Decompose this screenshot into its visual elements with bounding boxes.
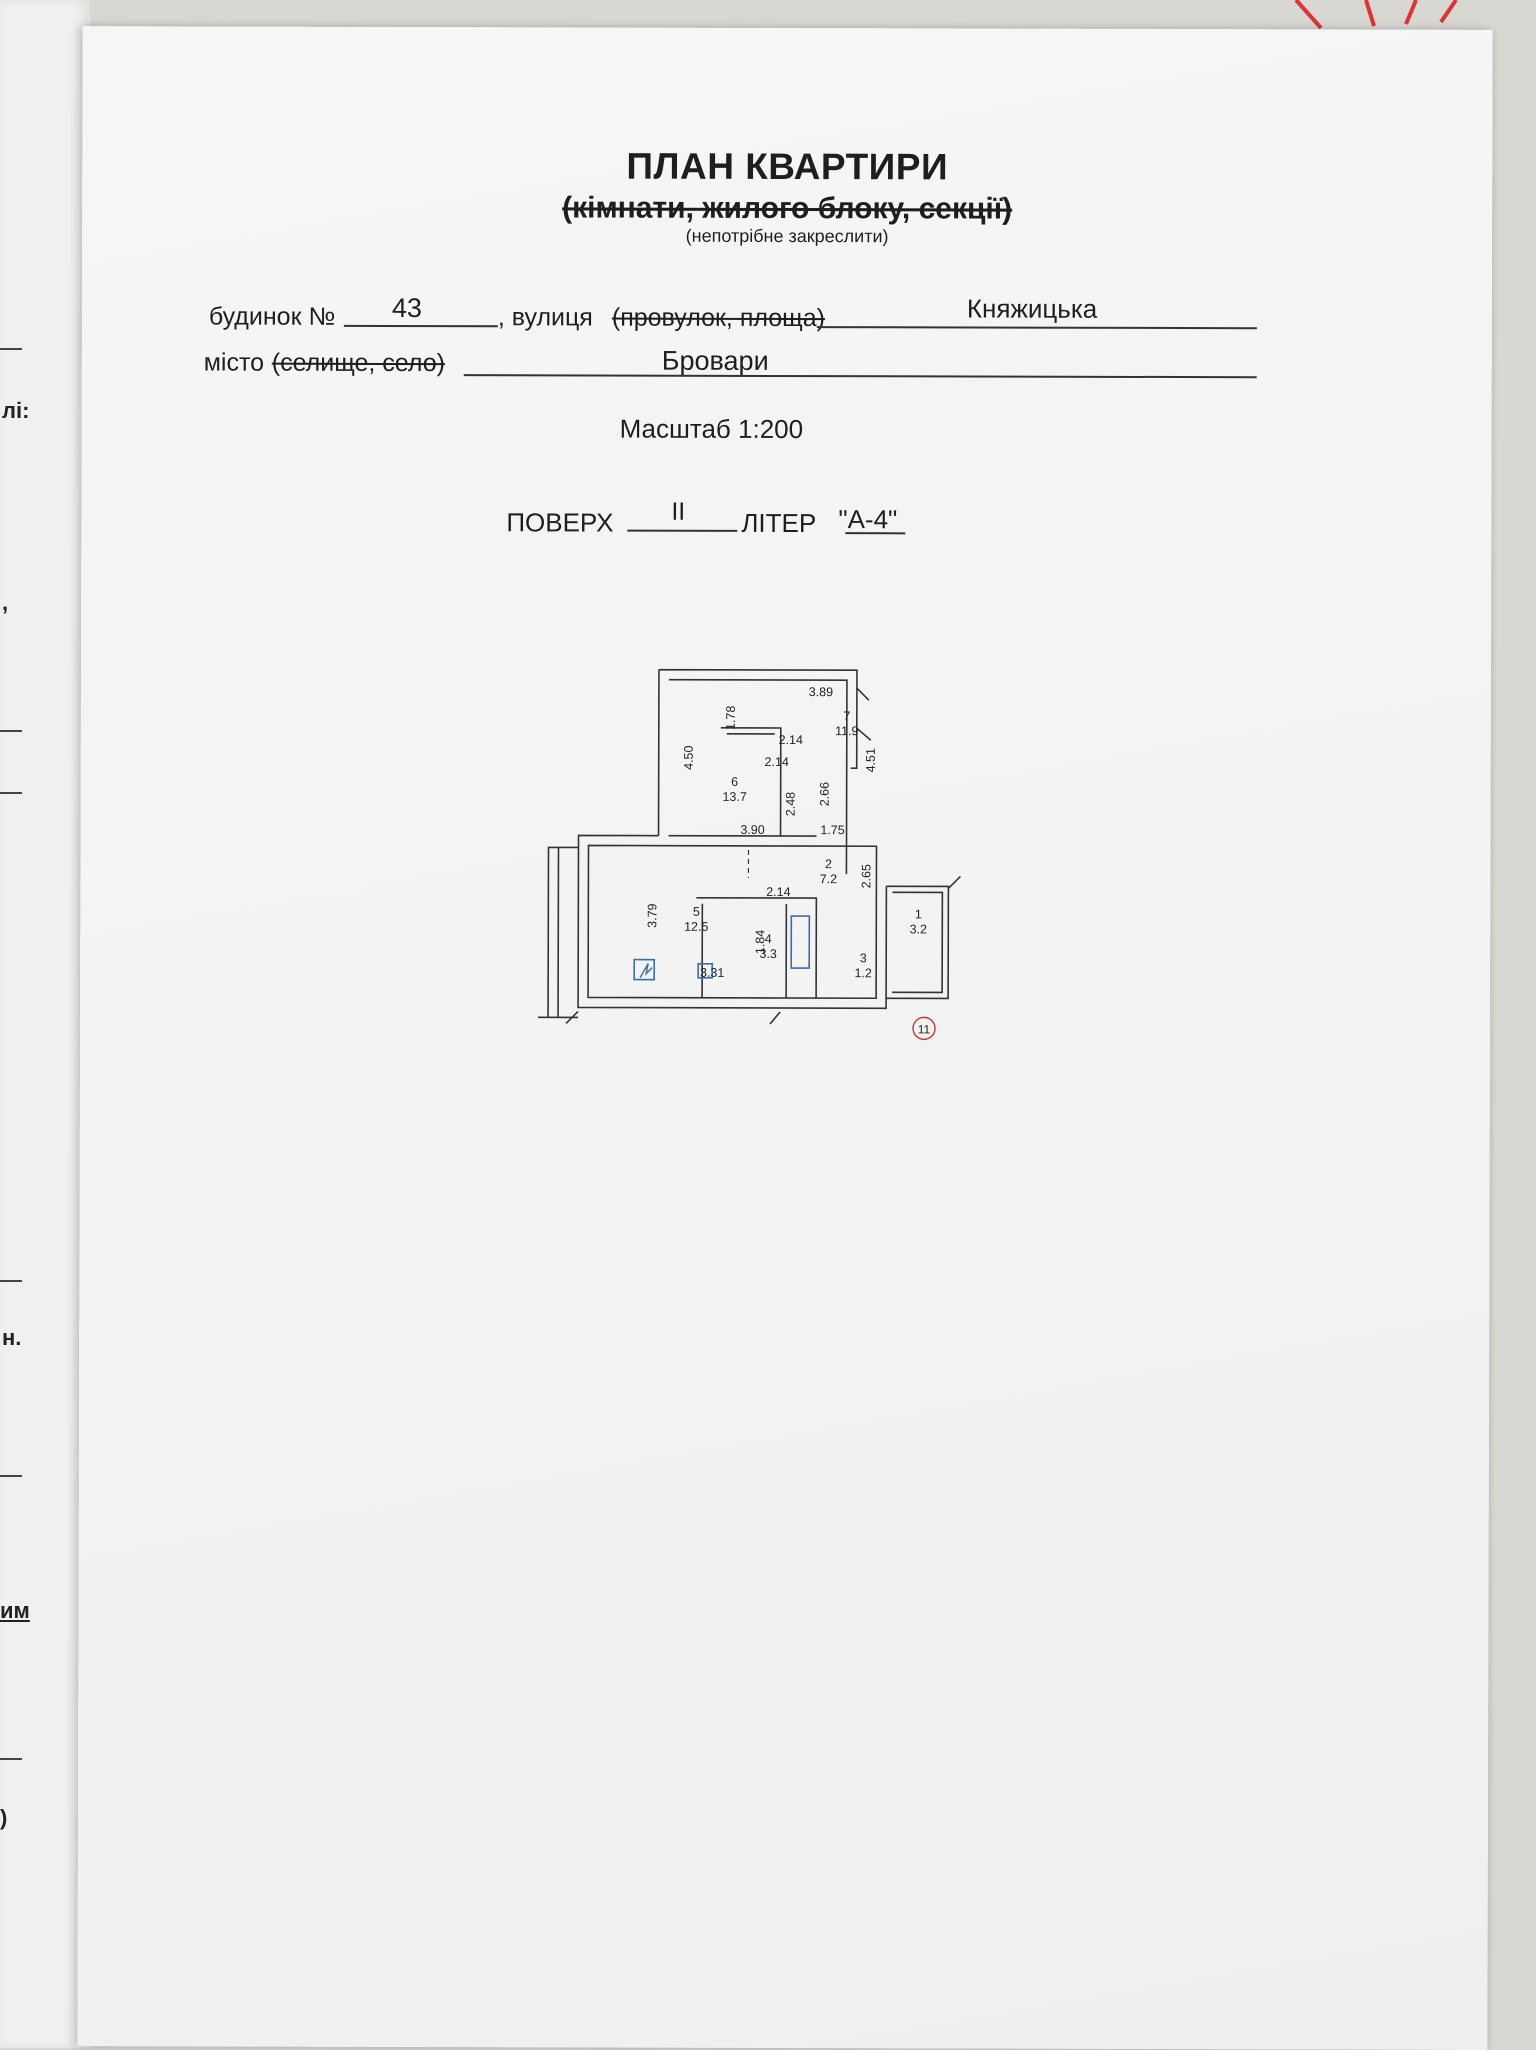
dimension-label: 3.79 xyxy=(645,903,659,927)
plan-document-sheet: ПЛАН КВАРТИРИ (кімнати, жилого блоку, се… xyxy=(77,26,1492,2050)
left-page-rule xyxy=(0,792,22,794)
dimension-label: 3.89 xyxy=(809,685,833,699)
dimension-label: 4.51 xyxy=(864,748,878,772)
room-area: 7.2 xyxy=(820,872,837,886)
left-page-rule xyxy=(0,730,22,732)
room-area: 13.7 xyxy=(722,790,746,804)
room-number: 6 xyxy=(731,775,738,789)
dimension-label: 2.65 xyxy=(859,864,873,888)
dimension-label: 4.50 xyxy=(682,746,696,770)
left-page-rule xyxy=(0,348,22,350)
room-number: 7 xyxy=(843,709,850,723)
dimension-label: 2.14 xyxy=(779,733,803,747)
room-number: 1 xyxy=(915,907,922,921)
room-area: 11.9 xyxy=(835,724,858,738)
dimension-label: 3.31 xyxy=(700,966,724,980)
dimension-label: 1.75 xyxy=(820,823,844,837)
floor-plan-drawing: 1 3.2 2 7.2 3 1.2 4 3.3 5 12.5 6 13.7 7 … xyxy=(80,26,1493,1130)
underlying-page: лі: , н. им ) xyxy=(0,0,90,2048)
dimension-label: 2.66 xyxy=(818,782,832,806)
room-area: 3.2 xyxy=(910,922,927,936)
left-page-rule xyxy=(0,1475,22,1477)
left-page-fragment: н. xyxy=(2,1325,21,1351)
dimension-label: 2.48 xyxy=(784,792,798,816)
left-page-rule xyxy=(0,1280,22,1282)
section-marker-number: 11 xyxy=(918,1022,931,1036)
room-area: 1.2 xyxy=(854,966,871,980)
dimension-label: 2.14 xyxy=(766,885,790,899)
room-number: 2 xyxy=(825,857,832,871)
dimension-label: 3.90 xyxy=(740,823,764,837)
left-page-fragment: ) xyxy=(0,1805,7,1831)
room-number: 5 xyxy=(693,905,700,919)
left-page-fragment: лі: xyxy=(2,398,29,424)
room-number: 3 xyxy=(860,951,867,965)
left-page-fragment: , xyxy=(2,590,8,616)
dimension-label: 1.78 xyxy=(724,706,738,730)
dimension-label: 2.14 xyxy=(765,755,789,769)
left-page-rule xyxy=(0,1758,22,1760)
left-page-fragment: им xyxy=(0,1598,30,1624)
dimension-label: 1.84 xyxy=(753,930,767,954)
room-area: 12.5 xyxy=(684,920,708,934)
